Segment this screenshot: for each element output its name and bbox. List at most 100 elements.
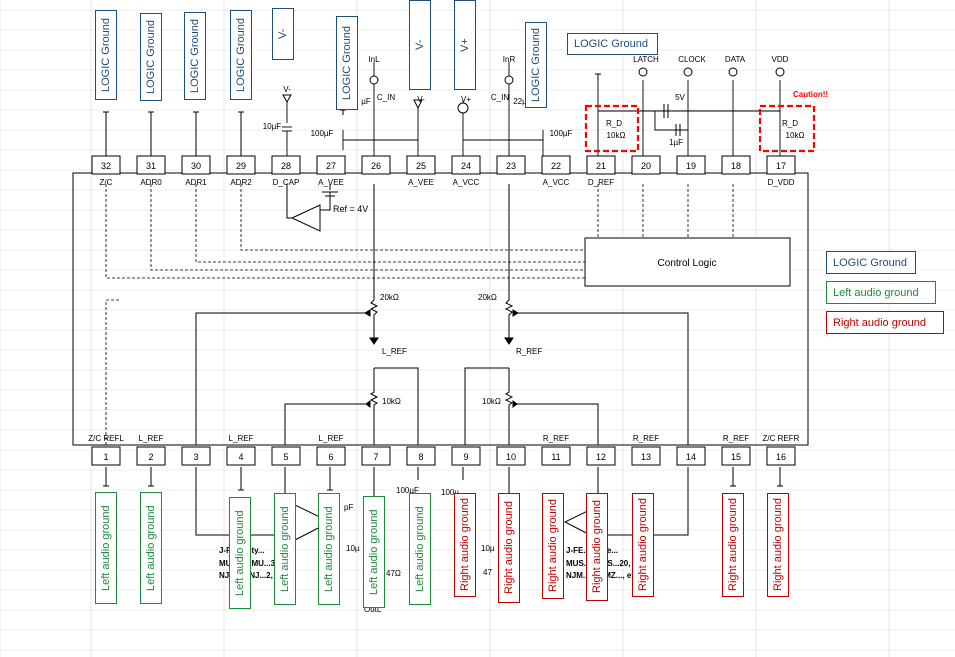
- pin-box: [451, 446, 481, 466]
- pin-label: D_VDD: [767, 178, 794, 187]
- pin-number: 5: [283, 452, 288, 462]
- right-20k-pot: [504, 184, 689, 445]
- top-vertical-note-label: LOGIC Ground: [530, 28, 542, 102]
- pin-box: [406, 446, 436, 466]
- pin-label: Z/C REFR: [763, 434, 800, 443]
- pin-number: 2: [148, 452, 153, 462]
- pin-label: A_VCC: [543, 178, 570, 187]
- top-vertical-note-label: LOGIC Ground: [341, 26, 353, 100]
- top-vertical-note: V-: [272, 8, 294, 60]
- pin-number: 29: [236, 161, 246, 171]
- v-plus-label-24: V+: [461, 95, 471, 104]
- top-vertical-note-label: V+: [459, 38, 471, 52]
- pin-label: Z/C: [100, 178, 113, 187]
- pin-number: 9: [463, 452, 468, 462]
- pin-box: [721, 446, 751, 466]
- left-audio-ground-note: Left audio ground: [363, 496, 385, 608]
- pin-box: [451, 155, 481, 175]
- v-minus-label-28: V-: [283, 85, 291, 94]
- right-pot-20k-label: 20kΩ: [478, 293, 497, 302]
- right-audio-ground-note: Right audio ground: [586, 493, 608, 601]
- pin-box: [406, 155, 436, 175]
- zc-dashed-lines: [105, 299, 120, 445]
- top-vertical-note: LOGIC Ground: [140, 13, 162, 101]
- left-10k-pot: [284, 367, 419, 445]
- left-pot-20k-label: 20kΩ: [380, 293, 399, 302]
- legend-left-audio-ground-label: Left audio ground: [833, 286, 919, 299]
- pin-label: A_VEE: [408, 178, 434, 187]
- pin-label: R_REF: [543, 434, 569, 443]
- pin-box: [136, 446, 166, 466]
- top-signal-labels: V- InL V- V+ InR LATCH CLOCK DATA VDD 5V…: [263, 55, 805, 147]
- right-10k-pot: [464, 367, 599, 445]
- top-vertical-note: LOGIC Ground: [184, 12, 206, 100]
- pin-number: 13: [641, 452, 651, 462]
- top-vertical-note-label: LOGIC Ground: [145, 20, 157, 94]
- bottom-ground-symbols: [103, 467, 783, 541]
- left-audio-ground-note: Left audio ground: [409, 493, 431, 605]
- top-vertical-note-label: LOGIC Ground: [189, 19, 201, 93]
- pin-box: [91, 446, 121, 466]
- left-20k-pot: [195, 184, 379, 445]
- pin-box: [541, 446, 571, 466]
- signal-terminals: [282, 67, 785, 114]
- pin-box: [316, 446, 346, 466]
- pin-number: 18: [731, 161, 741, 171]
- right-pot-10k-label: 10kΩ: [482, 397, 501, 406]
- cin-right-label: C_IN: [491, 93, 509, 102]
- rd-left-value: 10kΩ: [607, 131, 626, 140]
- pin-box: [271, 155, 301, 175]
- pin-box: [631, 155, 661, 175]
- pin-number: 21: [596, 161, 606, 171]
- left-audio-ground-note: Left audio ground: [274, 493, 296, 605]
- ic-body: [72, 172, 809, 446]
- top-vertical-note: LOGIC Ground: [525, 22, 547, 108]
- pin-number: 32: [101, 161, 111, 171]
- legend-left-audio-ground: Left audio ground: [826, 281, 936, 304]
- hundred-uf-label-27: 100µF: [311, 129, 334, 138]
- caution-label: Caution!!: [793, 90, 828, 99]
- pin-number: 28: [281, 161, 291, 171]
- top-vertical-note-label: V-: [414, 39, 426, 51]
- pin-label: R_REF: [633, 434, 659, 443]
- pin-label: L_REF: [319, 434, 344, 443]
- pin-number: 12: [596, 452, 606, 462]
- pin-box: [676, 155, 706, 175]
- right-audio-ground-note: Right audio ground: [632, 493, 654, 597]
- pin-box: [226, 446, 256, 466]
- left-audio-ground-note: Left audio ground: [229, 497, 251, 609]
- hundred-uf-label-8: 100µF: [396, 486, 419, 495]
- top-vertical-note: V-: [409, 0, 431, 90]
- pin-box: [766, 446, 796, 466]
- legend-right-audio-ground: Right audio ground: [826, 311, 944, 334]
- ref-voltage-label: Ref = 4V: [333, 204, 368, 214]
- pin-number: 31: [146, 161, 156, 171]
- ref-buffer: [286, 184, 338, 232]
- pin-number: 4: [238, 452, 243, 462]
- jfet-left-line1: MU...01, MU...3920: [219, 559, 289, 568]
- data-label: DATA: [725, 55, 746, 64]
- pin-box: [316, 155, 346, 175]
- legend-logic-ground: LOGIC Ground: [826, 251, 916, 274]
- pin-box: [541, 155, 571, 175]
- r47-left: 47Ω: [386, 569, 401, 578]
- ground-note-label: Right audio ground: [637, 498, 649, 592]
- pin-label: L_REF: [139, 434, 164, 443]
- pin-label: ADR1: [185, 178, 207, 187]
- latch-label: LATCH: [633, 55, 659, 64]
- top-external-wiring: [282, 62, 781, 156]
- top-vertical-note-label: V-: [277, 28, 289, 40]
- top-vertical-note: LOGIC Ground: [230, 10, 252, 100]
- pin-number: 20: [641, 161, 651, 171]
- inl-label: InL: [368, 55, 380, 64]
- r47-right: 47: [483, 568, 492, 577]
- left-audio-ground-note: Left audio ground: [140, 492, 162, 604]
- pin-number: 24: [461, 161, 471, 171]
- cin-left-value: µF: [361, 97, 371, 106]
- ground-note-label: Left audio ground: [145, 505, 157, 591]
- v-minus-label-25: V-: [417, 95, 425, 104]
- left-ref-label: L_REF: [382, 347, 407, 356]
- hundred-uf-label-22: 100µF: [550, 129, 573, 138]
- inr-label: InR: [503, 55, 516, 64]
